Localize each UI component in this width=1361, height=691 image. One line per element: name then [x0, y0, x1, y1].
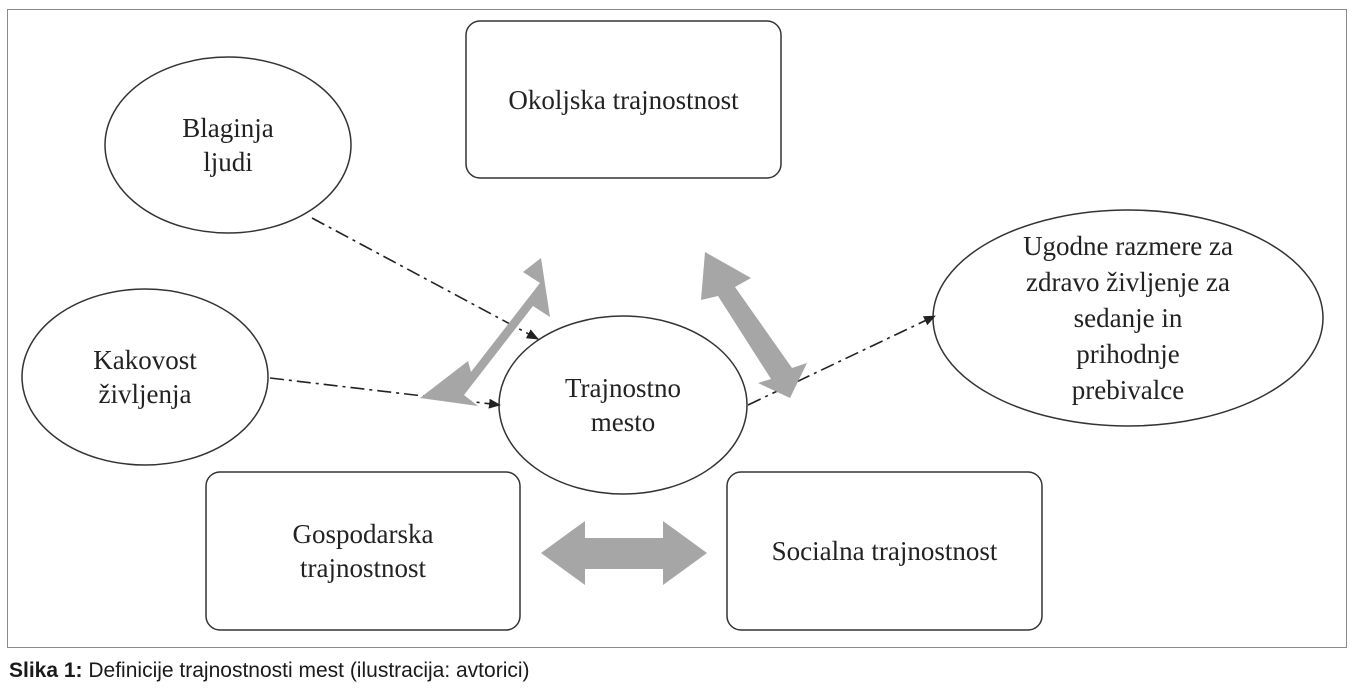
ugodne-line-2: zdravo življenje za — [1026, 267, 1230, 297]
caption-text: Definicije trajnostnosti mest (ilustraci… — [82, 659, 530, 682]
label-blaginja: Blaginja ljudi — [105, 57, 351, 233]
label-socialna: Socialna trajnostnost — [727, 472, 1042, 630]
ugodne-line-4: prihodnje — [1076, 339, 1180, 369]
double-arrow-okoljska-gospodarska — [420, 258, 550, 406]
kakovost-line-2: življenja — [98, 379, 192, 409]
blaginja-line-1: Blaginja — [182, 113, 274, 143]
okoljska-text: Okoljska trajnostnost — [508, 84, 739, 115]
center-line-2: mesto — [590, 407, 656, 437]
label-ugodne: Ugodne razmere za zdravo življenje za se… — [933, 210, 1323, 426]
gospodarska-line-2: trajnostnost — [300, 553, 426, 583]
box-gospodarska — [205, 471, 521, 631]
ugodne-line-1: Ugodne razmere za — [1023, 231, 1233, 261]
ellipse-blaginja — [104, 56, 352, 234]
label-gospodarska: Gospodarska trajnostnost — [206, 472, 520, 630]
label-okoljska: Okoljska trajnostnost — [466, 21, 781, 178]
ugodne-line-5: prebivalce — [1071, 375, 1185, 405]
double-arrow-gospodarska-socialna — [541, 521, 707, 585]
caption-prefix: Slika 1: — [9, 659, 83, 682]
label-kakovost: Kakovost življenja — [22, 289, 268, 465]
label-center: Trajnostno mesto — [499, 316, 747, 494]
connector-blaginja-center — [311, 217, 539, 340]
blaginja-line-2: ljudi — [203, 147, 253, 177]
ellipse-kakovost — [21, 288, 269, 466]
center-line-1: Trajnostno — [564, 373, 682, 403]
kakovost-line-1: Kakovost — [93, 345, 197, 375]
ugodne-line-3: sedanje in — [1073, 303, 1183, 333]
gospodarska-line-1: Gospodarska — [292, 519, 434, 549]
figure-caption: Slika 1: Definicije trajnostnosti mest (… — [9, 656, 530, 686]
socialna-text: Socialna trajnostnost — [771, 536, 998, 566]
box-okoljska — [465, 20, 782, 179]
box-socialna — [726, 471, 1043, 631]
double-arrow-okoljska-socialna — [701, 252, 807, 398]
